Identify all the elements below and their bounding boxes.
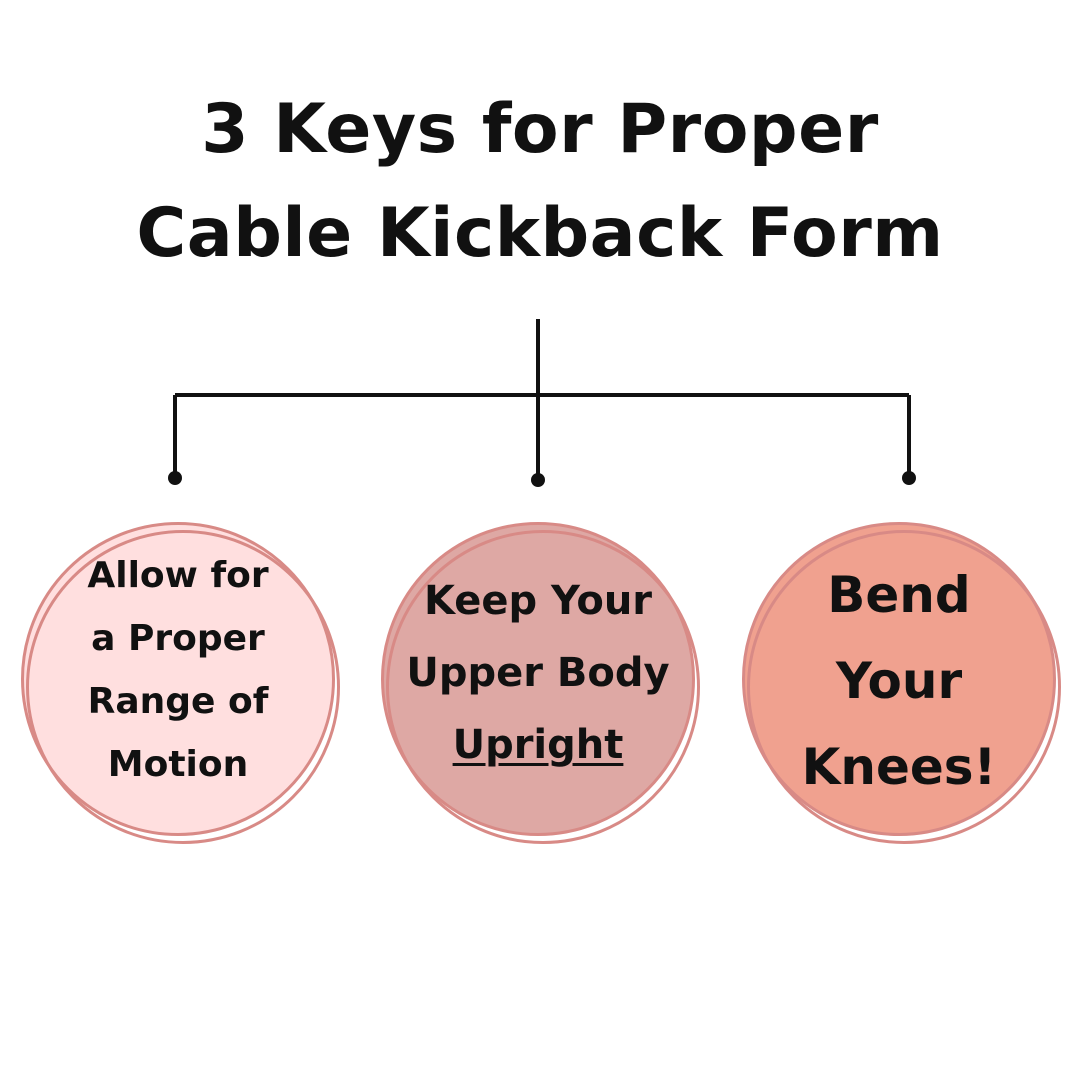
title-line-one: 3 Keys for Proper: [201, 90, 879, 169]
upper-body-upright-line-two: Upper Body: [406, 650, 670, 696]
range-of-motion-line-four: Motion: [107, 744, 249, 785]
range-of-motion-line-two: a Proper: [91, 618, 265, 659]
bend-knees-line-three: Knees!: [801, 738, 997, 796]
range-of-motion-key-circle: Allow for a Proper Range of Motion: [21, 522, 335, 836]
right-connector-dot: [902, 471, 916, 485]
left-connector-dot: [168, 471, 182, 485]
upper-body-upright-key-circle: Keep Your Upper Body Upright: [381, 522, 695, 836]
title-line-two: Cable Kickback Form: [136, 194, 944, 273]
range-of-motion-line-three: Range of: [87, 681, 269, 722]
upper-body-upright-line-three: Upright: [452, 722, 624, 768]
bend-knees-key-circle: Bend Your Knees!: [742, 522, 1056, 836]
diagram-title: 3 Keys for Proper Cable Kickback Form: [0, 78, 1080, 286]
bend-knees-key-text: Bend Your Knees!: [802, 552, 997, 810]
upper-body-upright-key-text: Keep Your Upper Body Upright: [406, 565, 669, 781]
upper-body-upright-line-one: Keep Your: [423, 578, 653, 624]
bend-knees-line-one: Bend: [827, 566, 971, 624]
range-of-motion-key-text: Allow for a Proper Range of Motion: [87, 544, 268, 796]
bend-knees-line-two: Your: [835, 652, 963, 710]
middle-connector-dot: [531, 473, 545, 487]
range-of-motion-line-one: Allow for: [87, 555, 269, 596]
